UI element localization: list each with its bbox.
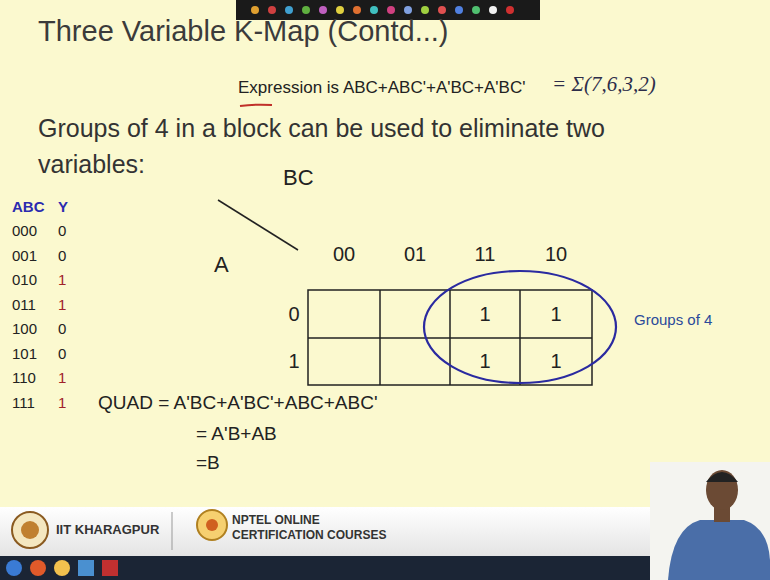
equation-line: =B (196, 452, 220, 475)
table-cell: 100 (12, 320, 37, 338)
table-cell: 1 (58, 271, 66, 289)
group-note: Groups of 4 (634, 311, 712, 329)
table-cell: 101 (12, 345, 37, 363)
footer-divider (172, 512, 173, 550)
table-cell: 1 (58, 369, 66, 387)
kmap-diagonal (218, 200, 298, 250)
handwritten-note: = Σ(7,6,3,2) (552, 72, 656, 97)
column-header: 00 (333, 242, 355, 266)
axis-label: BC (283, 165, 314, 191)
table-cell: 0 (58, 247, 66, 265)
table-cell: 000 (12, 222, 37, 240)
footer-text: NPTEL ONLINE (232, 513, 320, 527)
axis-label: A (214, 252, 229, 278)
table-cell: 1 (58, 296, 66, 314)
presenter (650, 462, 770, 580)
nptel-logo (197, 510, 227, 540)
table-cell: 1 (58, 394, 66, 412)
kmap-cell: 1 (550, 302, 561, 326)
table-cell: 0 (58, 320, 66, 338)
row-header: 0 (288, 302, 299, 326)
underline-mark (240, 105, 272, 106)
row-header: 1 (288, 349, 299, 373)
table-header: ABC (12, 198, 45, 216)
table-cell: 111 (12, 394, 35, 412)
table-cell: 001 (12, 247, 37, 265)
kmap-cell: 1 (479, 349, 490, 373)
kmap-grid (308, 290, 592, 385)
taskbar-icons (6, 560, 118, 576)
kmap-cell: 1 (479, 302, 490, 326)
equation-line: = A'B+AB (196, 423, 277, 446)
table-cell: 010 (12, 271, 37, 289)
table-cell: 011 (12, 296, 36, 314)
body-text: Groups of 4 in a block can be used to el… (38, 110, 713, 183)
table-cell: 0 (58, 222, 66, 240)
table-cell: 110 (12, 369, 36, 387)
expression-text: Expression is ABC+ABC'+A'BC+A'BC' (238, 78, 525, 98)
table-cell: 0 (58, 345, 66, 363)
table-header: Y (58, 198, 68, 216)
column-header: 11 (475, 242, 496, 266)
kmap-cell: 1 (550, 349, 561, 373)
footer-text: IIT KHARAGPUR (56, 522, 159, 538)
group-ellipse (424, 271, 616, 383)
equation-line: QUAD = A'BC+A'BC'+ABC+ABC' (98, 392, 378, 415)
footer-text: CERTIFICATION COURSES (232, 528, 386, 542)
column-header: 01 (404, 242, 426, 266)
column-header: 10 (545, 242, 567, 266)
iit-logo (12, 512, 48, 548)
toolbar-icons (251, 6, 514, 14)
slide-title: Three Variable K-Map (Contd...) (38, 14, 448, 49)
